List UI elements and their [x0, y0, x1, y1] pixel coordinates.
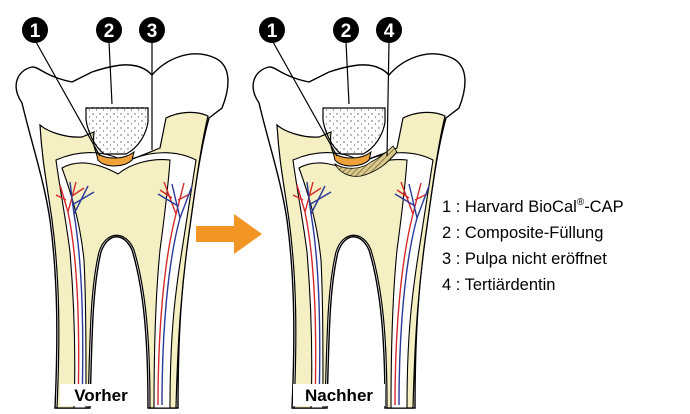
marker-before-3: 3: [139, 17, 165, 43]
legend-item-3: 3 : Pulpa nicht eröffnet: [442, 250, 607, 268]
marker-after-2: 2: [333, 17, 359, 43]
marker-after-4: 4: [376, 17, 402, 43]
legend-item-2: 2 : Composite-Füllung: [442, 224, 603, 242]
legend-item-4: 4 : Tertiärdentin: [442, 276, 555, 294]
legend-item-1: 1 : Harvard BioCal®-CAP: [442, 197, 624, 216]
marker-after-1: 1: [259, 17, 285, 43]
svg-text:1: 1: [267, 21, 278, 42]
tooth-after: 1 2 4 Nachher: [253, 17, 465, 408]
legend: 1 : Harvard BioCal®-CAP 2 : Composite-Fü…: [442, 197, 624, 294]
marker-before-2: 2: [96, 17, 122, 43]
tooth-before: 1 2 3 Vorher: [16, 17, 228, 408]
marker-before-1: 1: [22, 17, 48, 43]
arrow-icon: [196, 214, 262, 254]
svg-text:3: 3: [147, 21, 158, 42]
caption-after: Nachher: [305, 386, 373, 405]
svg-text:2: 2: [104, 21, 115, 42]
caption-before: Vorher: [74, 386, 128, 405]
svg-text:2: 2: [341, 21, 352, 42]
svg-text:4: 4: [384, 21, 395, 42]
svg-text:1: 1: [30, 21, 41, 42]
